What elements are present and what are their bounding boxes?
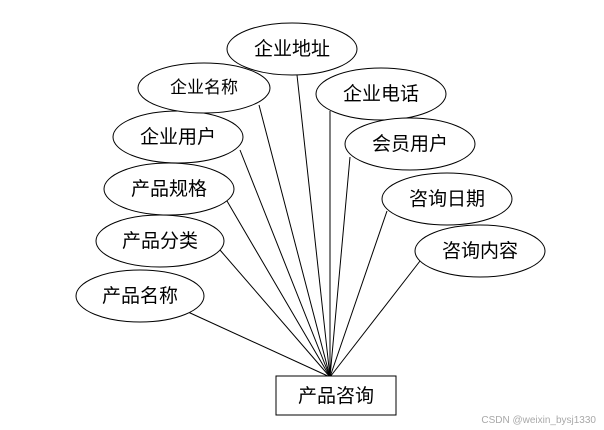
attribute-company-name: 企业名称 bbox=[137, 62, 271, 114]
attribute-company-addr: 企业地址 bbox=[226, 22, 358, 76]
connector-lines bbox=[187, 74, 421, 378]
connector-line-consult-body bbox=[329, 260, 421, 378]
attribute-label: 企业名称 bbox=[170, 78, 238, 98]
attribute-ellipse bbox=[414, 224, 546, 278]
attribute-label: 咨询内容 bbox=[442, 240, 518, 262]
connector-line-company-addr bbox=[296, 74, 331, 378]
attribute-ellipse bbox=[315, 67, 447, 121]
attribute-name: 产品名称 bbox=[75, 269, 205, 323]
connector-line-name bbox=[187, 311, 331, 378]
attribute-label: 企业用户 bbox=[140, 126, 216, 148]
attribute-ellipse bbox=[381, 172, 513, 226]
attribute-ellipse bbox=[75, 269, 205, 323]
attribute-label: 咨询日期 bbox=[409, 188, 485, 210]
entity-node: 产品咨询 bbox=[275, 375, 397, 416]
connector-line-consult-date bbox=[329, 210, 388, 378]
attribute-ellipse bbox=[137, 62, 271, 114]
attribute-label: 产品规格 bbox=[131, 178, 207, 200]
attribute-label: 会员用户 bbox=[372, 133, 448, 155]
connector-line-company-name bbox=[258, 104, 331, 378]
attribute-company-phone: 企业电话 bbox=[315, 67, 447, 121]
attribute-label: 产品分类 bbox=[122, 230, 198, 252]
entity-label: 产品咨询 bbox=[298, 385, 374, 407]
connector-line-company-user bbox=[239, 149, 331, 378]
connector-line-spec bbox=[226, 200, 331, 378]
watermark: CSDN @weixin_bysj1330 bbox=[481, 415, 596, 426]
attribute-label: 产品名称 bbox=[102, 285, 178, 307]
entity-box bbox=[275, 375, 397, 416]
attribute-label: 企业地址 bbox=[254, 38, 330, 60]
attribute-category: 产品分类 bbox=[95, 214, 225, 268]
attribute-label: 企业电话 bbox=[343, 83, 419, 105]
attribute-consult-date: 咨询日期 bbox=[381, 172, 513, 226]
connector-line-member-user bbox=[329, 156, 351, 378]
attribute-member-user: 会员用户 bbox=[344, 117, 476, 171]
attribute-ellipse bbox=[226, 22, 358, 76]
attribute-consult-body: 咨询内容 bbox=[414, 224, 546, 278]
attribute-ellipse bbox=[344, 117, 476, 171]
attribute-company-user: 企业用户 bbox=[112, 110, 244, 164]
attribute-spec: 产品规格 bbox=[103, 162, 235, 216]
connector-line-category bbox=[219, 249, 331, 378]
